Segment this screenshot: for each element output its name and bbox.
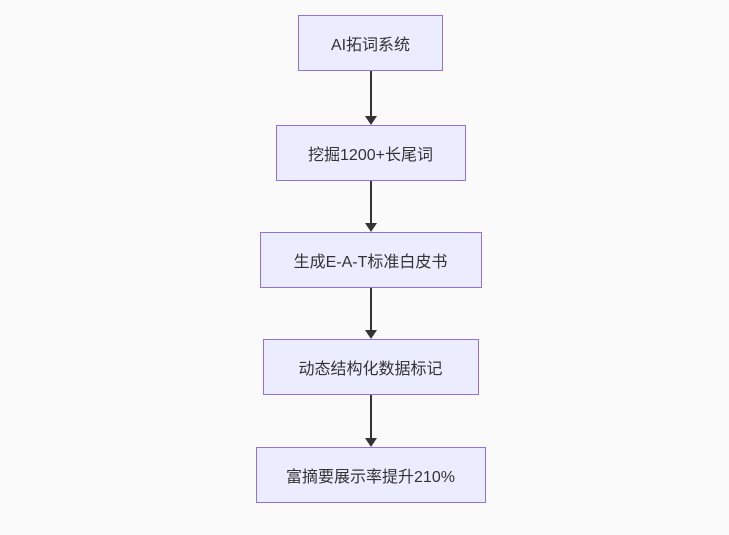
flow-node-label: 生成E-A-T标准白皮书 <box>293 254 448 271</box>
down-arrow-icon <box>364 181 378 232</box>
flow-node-eat-whitepaper: 生成E-A-T标准白皮书 <box>259 232 482 288</box>
down-arrow-icon <box>364 288 378 339</box>
flow-node-longtail-mining: 挖掘1200+长尾词 <box>275 125 466 181</box>
flow-node-label: 富摘要展示率提升210% <box>286 469 455 486</box>
flow-node-rich-snippet-result: 富摘要展示率提升210% <box>255 447 486 503</box>
flow-node-structured-data-markup: 动态结构化数据标记 <box>262 339 479 395</box>
flow-node-label: 动态结构化数据标记 <box>298 361 443 378</box>
flow-node-ai-word-system: AI拓词系统 <box>298 15 443 71</box>
flowchart: AI拓词系统 挖掘1200+长尾词 生成E-A-T标准白皮书 动态结构化数据标记… <box>255 15 486 503</box>
down-arrow-icon <box>364 71 378 125</box>
flow-node-label: AI拓词系统 <box>330 37 411 54</box>
down-arrow-icon <box>364 395 378 447</box>
flow-node-label: 挖掘1200+长尾词 <box>308 147 433 164</box>
